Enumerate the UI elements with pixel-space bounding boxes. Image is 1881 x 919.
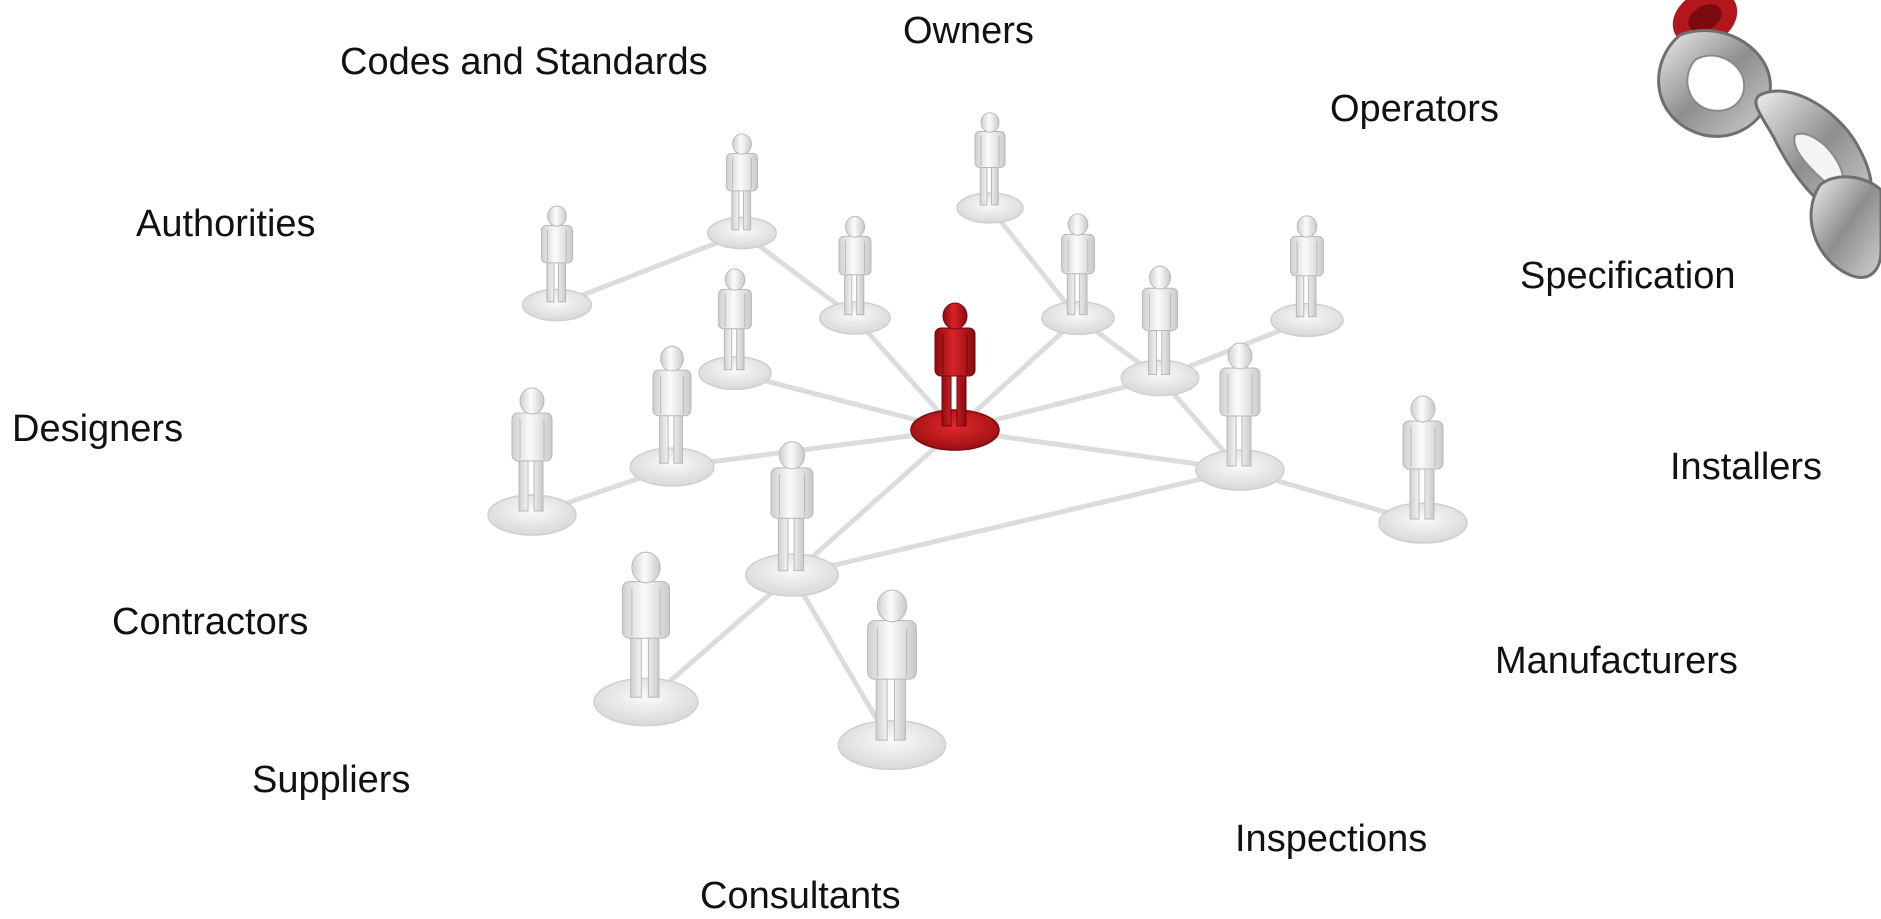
label-designers: Designers: [12, 408, 184, 450]
person-icon: [698, 268, 772, 391]
label-owners: Owners: [903, 10, 1034, 52]
connector-line: [554, 230, 745, 308]
label-manufacturers: Manufacturers: [1495, 640, 1738, 682]
person-icon: [487, 387, 577, 536]
person-icon: [706, 133, 778, 250]
label-inspections: Inspections: [1235, 818, 1428, 860]
person-icon: [819, 215, 891, 335]
figures-layer: [487, 112, 1468, 771]
label-specification: Specification: [1520, 255, 1736, 297]
person-icon: [521, 205, 593, 322]
label-installers: Installers: [1670, 446, 1823, 488]
person-icon: [1120, 265, 1200, 397]
person-icon: [629, 345, 715, 487]
person-icon: [745, 441, 839, 597]
connector-line: [789, 572, 895, 748]
person-icon: [1041, 213, 1115, 336]
label-suppliers: Suppliers: [252, 759, 411, 801]
person-icon: [1270, 215, 1344, 338]
label-operators: Operators: [1330, 88, 1499, 130]
connector-line: [789, 467, 1243, 578]
chain-icon: [1657, 0, 1881, 279]
label-codes-and-standards: Codes and Standards: [340, 41, 708, 83]
person-icon: [956, 112, 1024, 224]
label-authorities: Authorities: [136, 203, 316, 245]
central-person-icon: [910, 302, 1000, 451]
connector-line: [987, 205, 1081, 321]
person-icon: [837, 589, 947, 771]
person-icon: [1378, 395, 1468, 544]
person-icon: [1195, 342, 1285, 491]
person-icon: [593, 551, 699, 727]
label-contractors: Contractors: [112, 601, 309, 643]
label-consultants: Consultants: [700, 875, 901, 917]
connector-line: [952, 427, 1243, 473]
connector-line: [952, 315, 1081, 433]
connector-line: [789, 427, 958, 578]
connector-line: [669, 427, 958, 470]
